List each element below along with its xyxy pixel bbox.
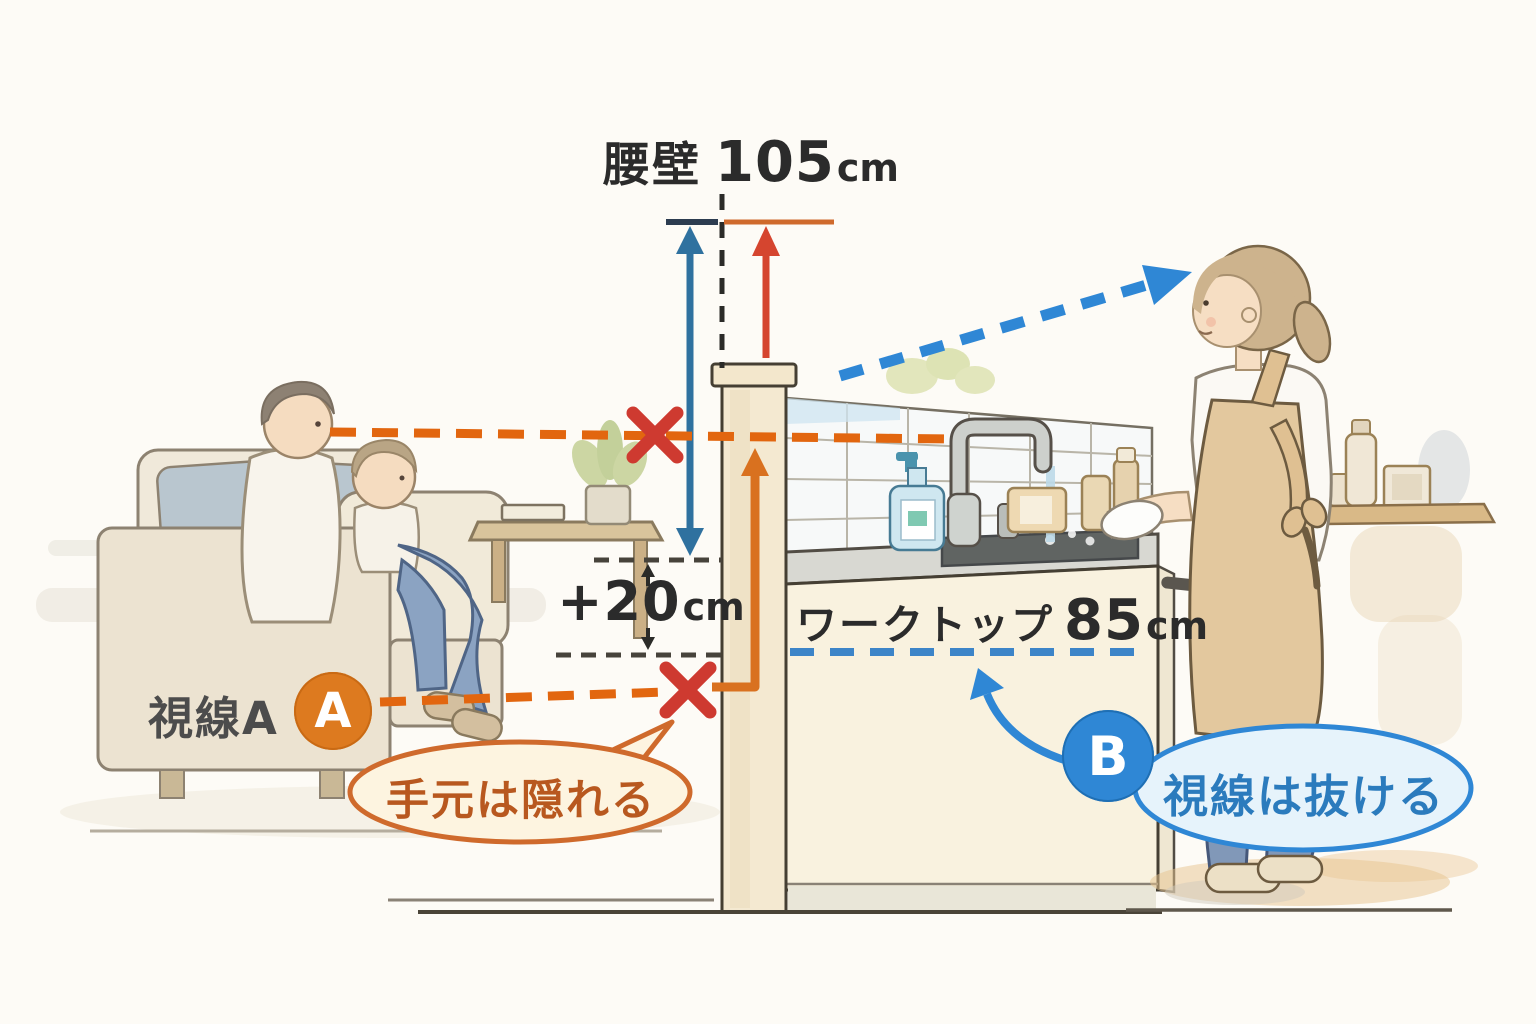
woman-eye xyxy=(1203,300,1209,306)
worktop-label: ワークトップ xyxy=(796,601,1054,649)
child-figure xyxy=(350,438,503,743)
measurement-layer xyxy=(329,194,1192,768)
wall-height-value: 105 xyxy=(714,130,835,195)
bottle-cap xyxy=(1116,447,1136,463)
table-top xyxy=(467,520,665,542)
background-greenery xyxy=(886,348,995,394)
sink-area xyxy=(888,417,1140,568)
callout-a-patch xyxy=(358,746,686,834)
gap-measure-label: +20 cm xyxy=(557,570,745,633)
floor-wash xyxy=(1306,850,1478,882)
shelf-wash xyxy=(1350,526,1462,622)
gap-value: +20 xyxy=(557,570,681,633)
kitchen-box-label xyxy=(1020,496,1052,524)
coffee-table xyxy=(467,503,665,639)
wall-shade xyxy=(730,390,750,908)
side-shelf xyxy=(1324,419,1497,745)
apron-bow xyxy=(1300,497,1328,529)
sight-line-b-arrow-icon xyxy=(838,265,1192,382)
callout-b-patch xyxy=(1141,732,1465,844)
hidden-zone-arrow-icon xyxy=(712,448,769,692)
wall-height-unit: cm xyxy=(836,146,900,190)
apron-bow-tail xyxy=(1301,526,1321,590)
sight-line-b-badge: B xyxy=(1062,710,1154,802)
plant-pot xyxy=(584,484,632,526)
toe-kick xyxy=(788,886,1156,910)
wall-rise-arrow-icon xyxy=(752,226,780,358)
callout-bubbles xyxy=(347,719,1474,853)
shelf-wash xyxy=(1378,615,1462,745)
faucet-base xyxy=(946,492,982,548)
woman-fringe xyxy=(1192,251,1301,314)
woman-apron xyxy=(1188,398,1324,739)
callout-a-bubble xyxy=(347,719,693,845)
woman-ear xyxy=(1241,307,1257,323)
child-jeans-leg xyxy=(396,557,448,692)
man-figure xyxy=(240,380,342,624)
dish xyxy=(1100,499,1164,541)
worktop-title: ワークトップ 85 cm xyxy=(796,588,1208,653)
sight-line-a-badge: A xyxy=(294,672,372,750)
sofa-leg xyxy=(319,769,345,799)
gap-up-arrow-icon xyxy=(641,564,655,586)
wall-height-arrow-icon xyxy=(676,226,704,556)
child-jeans xyxy=(397,543,489,715)
gap-unit: cm xyxy=(682,585,745,629)
shelf-box-window xyxy=(1392,474,1422,500)
woman-slipper xyxy=(1256,854,1324,884)
sofa-leg xyxy=(159,769,185,799)
sight-line-a-upper xyxy=(329,427,951,444)
shelf-board xyxy=(1324,502,1497,526)
worktop-value: 85 xyxy=(1064,588,1144,653)
child-hair xyxy=(350,438,418,478)
child-shoe xyxy=(451,707,503,743)
apron-bow xyxy=(1280,506,1308,538)
table-leg xyxy=(491,539,506,603)
sight-line-a-label: 視線A xyxy=(148,692,279,745)
wall-cap xyxy=(710,362,798,388)
wall-height-title: 腰壁 105 cm xyxy=(586,126,916,195)
blocked-cross-icon xyxy=(626,406,684,464)
table-leg xyxy=(633,539,648,639)
soap-bottle xyxy=(888,452,946,552)
water-splash xyxy=(1085,536,1095,546)
wall-height-label: 腰壁 xyxy=(602,138,701,193)
worktop-unit: cm xyxy=(1145,604,1209,648)
soap-label-mark xyxy=(908,511,927,526)
woman-smile xyxy=(1198,330,1213,335)
tile-blue-wash xyxy=(786,398,900,424)
shelf-bottle xyxy=(1344,432,1378,508)
greenery-blob xyxy=(955,366,995,394)
water-splash xyxy=(1068,530,1076,538)
callout-b-text: 視線は抜ける xyxy=(1162,770,1445,823)
woman-ponytail xyxy=(1292,300,1332,364)
apron-strap xyxy=(1250,348,1291,408)
ground-lines xyxy=(388,898,1452,914)
sight-line-a-lower xyxy=(379,687,667,707)
faucet-spout xyxy=(952,420,1050,509)
man-eye xyxy=(315,421,321,427)
child-eye xyxy=(399,475,405,481)
man-hair xyxy=(260,380,335,426)
gap-down-arrow-icon xyxy=(641,628,655,650)
greenery-blob xyxy=(886,358,938,394)
callout-b-bubble xyxy=(1132,723,1474,853)
kitchen-bottle xyxy=(1080,474,1112,532)
callout-a-text: 手元は隠れる xyxy=(386,776,656,826)
blocked-cross-icon xyxy=(659,661,717,719)
woman-face xyxy=(1192,274,1262,348)
book xyxy=(500,503,566,522)
woman-blush xyxy=(1206,317,1216,327)
kitchen-scene xyxy=(784,244,1497,910)
child-shirt xyxy=(353,500,421,574)
man-shirt xyxy=(240,447,342,624)
sight-line-b xyxy=(838,278,1152,382)
